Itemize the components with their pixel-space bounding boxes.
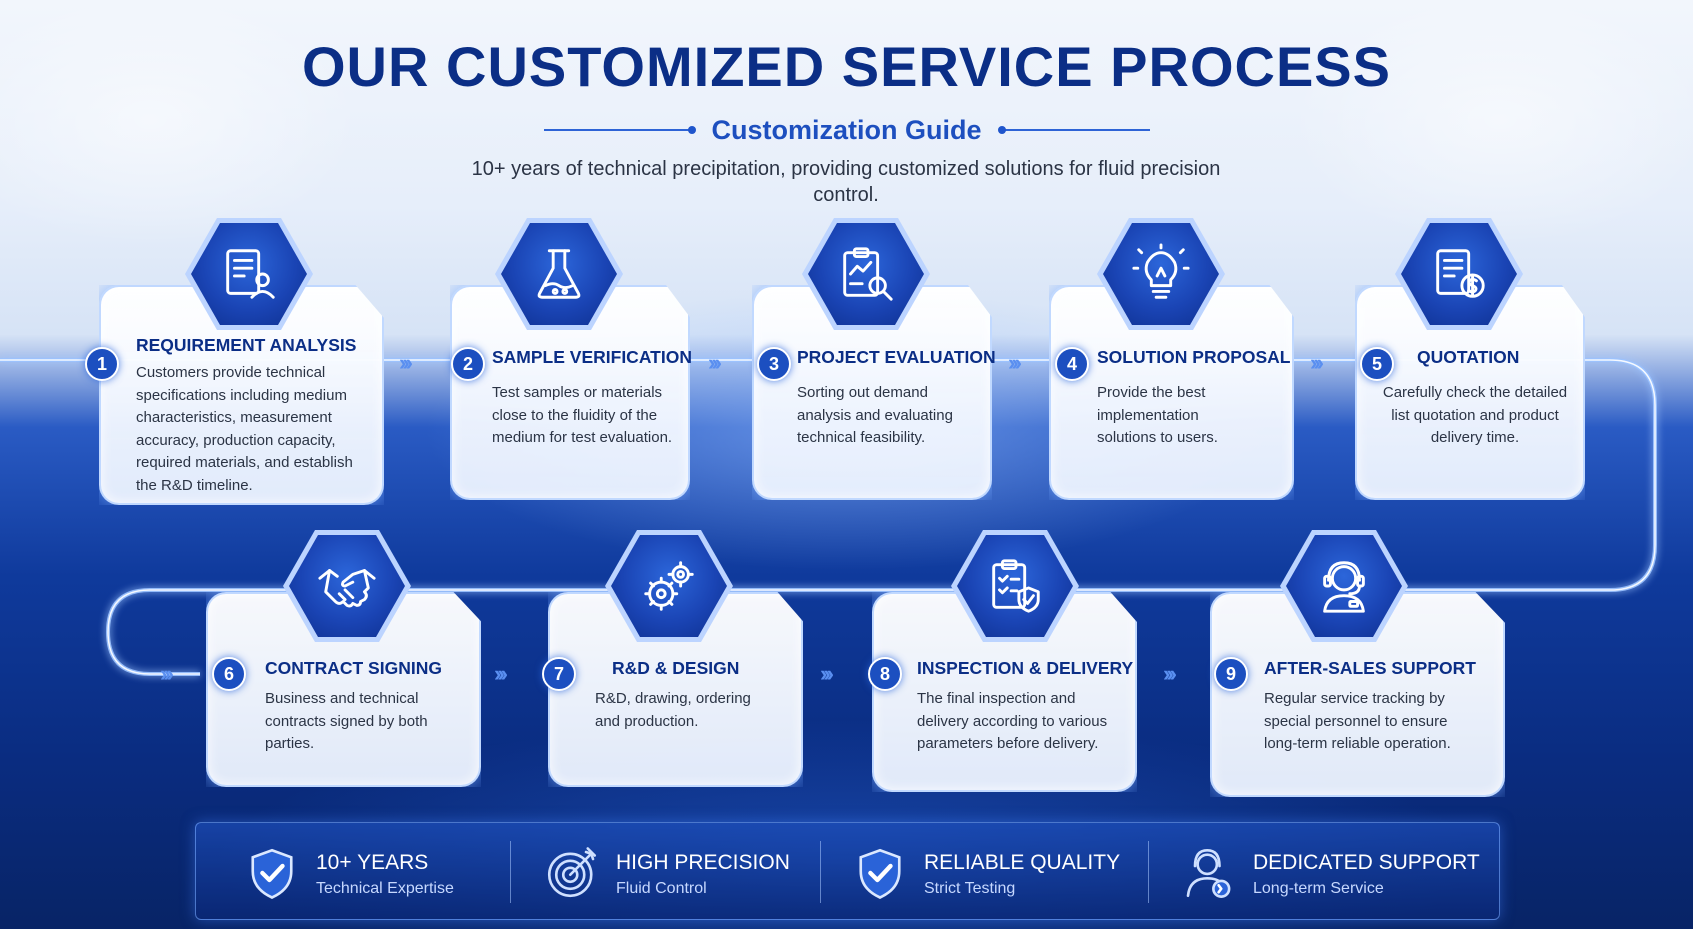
step-description-8: The final inspection and delivery accord… bbox=[917, 690, 1108, 752]
step-arrow-7-8: ››› bbox=[820, 661, 834, 686]
feature-title-2: HIGH PRECISION bbox=[616, 851, 790, 874]
step-description-3: Sorting out demand analysis and evaluati… bbox=[797, 384, 953, 446]
feature-subtitle-3: Strict Testing bbox=[924, 880, 1016, 897]
feature-subtitle-1: Technical Expertise bbox=[316, 880, 454, 897]
document-user-icon bbox=[226, 249, 275, 299]
subtitle-line-left bbox=[543, 126, 696, 134]
support-person-icon bbox=[1186, 848, 1231, 898]
feature-title-3: RELIABLE QUALITY bbox=[924, 851, 1121, 874]
step-arrow-6-7: ››› bbox=[494, 661, 508, 686]
subtitle: Customization Guide bbox=[711, 114, 982, 145]
step-number-5: 5 bbox=[1360, 347, 1394, 381]
subtitle-row: Customization Guide bbox=[0, 110, 1693, 150]
step-description-5: Carefully check the detailed list quotat… bbox=[1382, 384, 1568, 446]
feature-divider-3 bbox=[1148, 841, 1149, 903]
step-description-2: Test samples or materials close to the f… bbox=[492, 384, 673, 446]
page-title: OUR CUSTOMIZED SERVICE PROCESS bbox=[302, 35, 1391, 98]
step-number-3: 3 bbox=[757, 347, 791, 381]
step-title-9: AFTER-SALES SUPPORT bbox=[1264, 658, 1476, 678]
step-number-1: 1 bbox=[85, 347, 119, 381]
feature-title-1: 10+ YEARS bbox=[316, 851, 429, 874]
step-icon-frame-5 bbox=[1395, 218, 1523, 330]
feature-subtitle-4: Long-term Service bbox=[1253, 880, 1384, 897]
step-title-6: CONTRACT SIGNING bbox=[265, 658, 442, 678]
step-description-7: R&D, drawing, ordering and production. bbox=[595, 690, 751, 730]
step-title-1: REQUIREMENT ANALYSIS bbox=[136, 335, 357, 355]
step-arrow-5-6: ››› bbox=[160, 661, 174, 686]
step-card-8 bbox=[872, 592, 1137, 792]
feature-4: DEDICATED SUPPORT Long-term Service bbox=[1181, 823, 1481, 921]
target-icon bbox=[547, 847, 597, 898]
support-agent-icon bbox=[1323, 561, 1365, 613]
clipboard-chart-icon bbox=[843, 247, 893, 301]
step-arrow-8-9: ››› bbox=[1163, 661, 1177, 686]
shield-check-icon bbox=[859, 848, 901, 899]
step-icon-frame-9 bbox=[1280, 530, 1408, 642]
step-description-4: Provide the best implementation solution… bbox=[1097, 384, 1218, 446]
flask-icon bbox=[537, 249, 581, 299]
feature-subtitle-2: Fluid Control bbox=[616, 880, 707, 897]
step-title-8: INSPECTION & DELIVERY bbox=[917, 658, 1134, 678]
step-number-7: 7 bbox=[542, 657, 576, 691]
step-title-3: PROJECT EVALUATION bbox=[797, 347, 996, 367]
features-bar: 10+ YEARS Technical Expertise HIGH PRECI… bbox=[195, 822, 1500, 920]
step-arrow-4-5: ››› bbox=[1310, 350, 1324, 375]
feature-1: 10+ YEARS Technical Expertise bbox=[244, 823, 504, 921]
clipboard-shield-icon bbox=[992, 559, 1040, 613]
step-number-8: 8 bbox=[868, 657, 902, 691]
step-title-7: R&D & DESIGN bbox=[612, 658, 740, 678]
handshake-icon bbox=[318, 569, 376, 608]
subtitle-line-right bbox=[997, 126, 1150, 134]
step-icon-frame-6 bbox=[283, 530, 411, 642]
step-description-9: Regular service tracking by special pers… bbox=[1264, 690, 1451, 752]
step-number-9: 9 bbox=[1214, 657, 1248, 691]
step-arrow-3-4: ››› bbox=[1008, 350, 1022, 375]
feature-title-4: DEDICATED SUPPORT bbox=[1253, 851, 1480, 874]
step-arrow-2-3: ››› bbox=[708, 350, 722, 375]
step-number-4: 4 bbox=[1055, 347, 1089, 381]
shield-check-icon bbox=[251, 848, 293, 899]
step-title-2: SAMPLE VERIFICATION bbox=[492, 347, 692, 367]
step-title-4: SOLUTION PROPOSAL bbox=[1097, 347, 1291, 367]
step-description-6: Business and technical contracts signed … bbox=[265, 690, 428, 752]
description: 10+ years of technical precipitation, pr… bbox=[471, 158, 1221, 206]
feature-divider-2 bbox=[820, 841, 821, 903]
gears-icon bbox=[644, 561, 694, 611]
step-icon-frame-4 bbox=[1097, 218, 1225, 330]
feature-divider-1 bbox=[510, 841, 511, 903]
step-number-2: 2 bbox=[451, 347, 485, 381]
feature-3: RELIABLE QUALITY Strict Testing bbox=[852, 823, 1132, 921]
step-title-5: QUOTATION bbox=[1417, 347, 1520, 367]
lightbulb-icon bbox=[1132, 243, 1190, 299]
step-arrow-1-2: ››› bbox=[399, 350, 413, 375]
step-description-1: Customers provide technical specificatio… bbox=[136, 364, 353, 494]
invoice-dollar-icon bbox=[1436, 249, 1485, 298]
step-number-6: 6 bbox=[212, 657, 246, 691]
feature-2: HIGH PRECISION Fluid Control bbox=[544, 823, 804, 921]
